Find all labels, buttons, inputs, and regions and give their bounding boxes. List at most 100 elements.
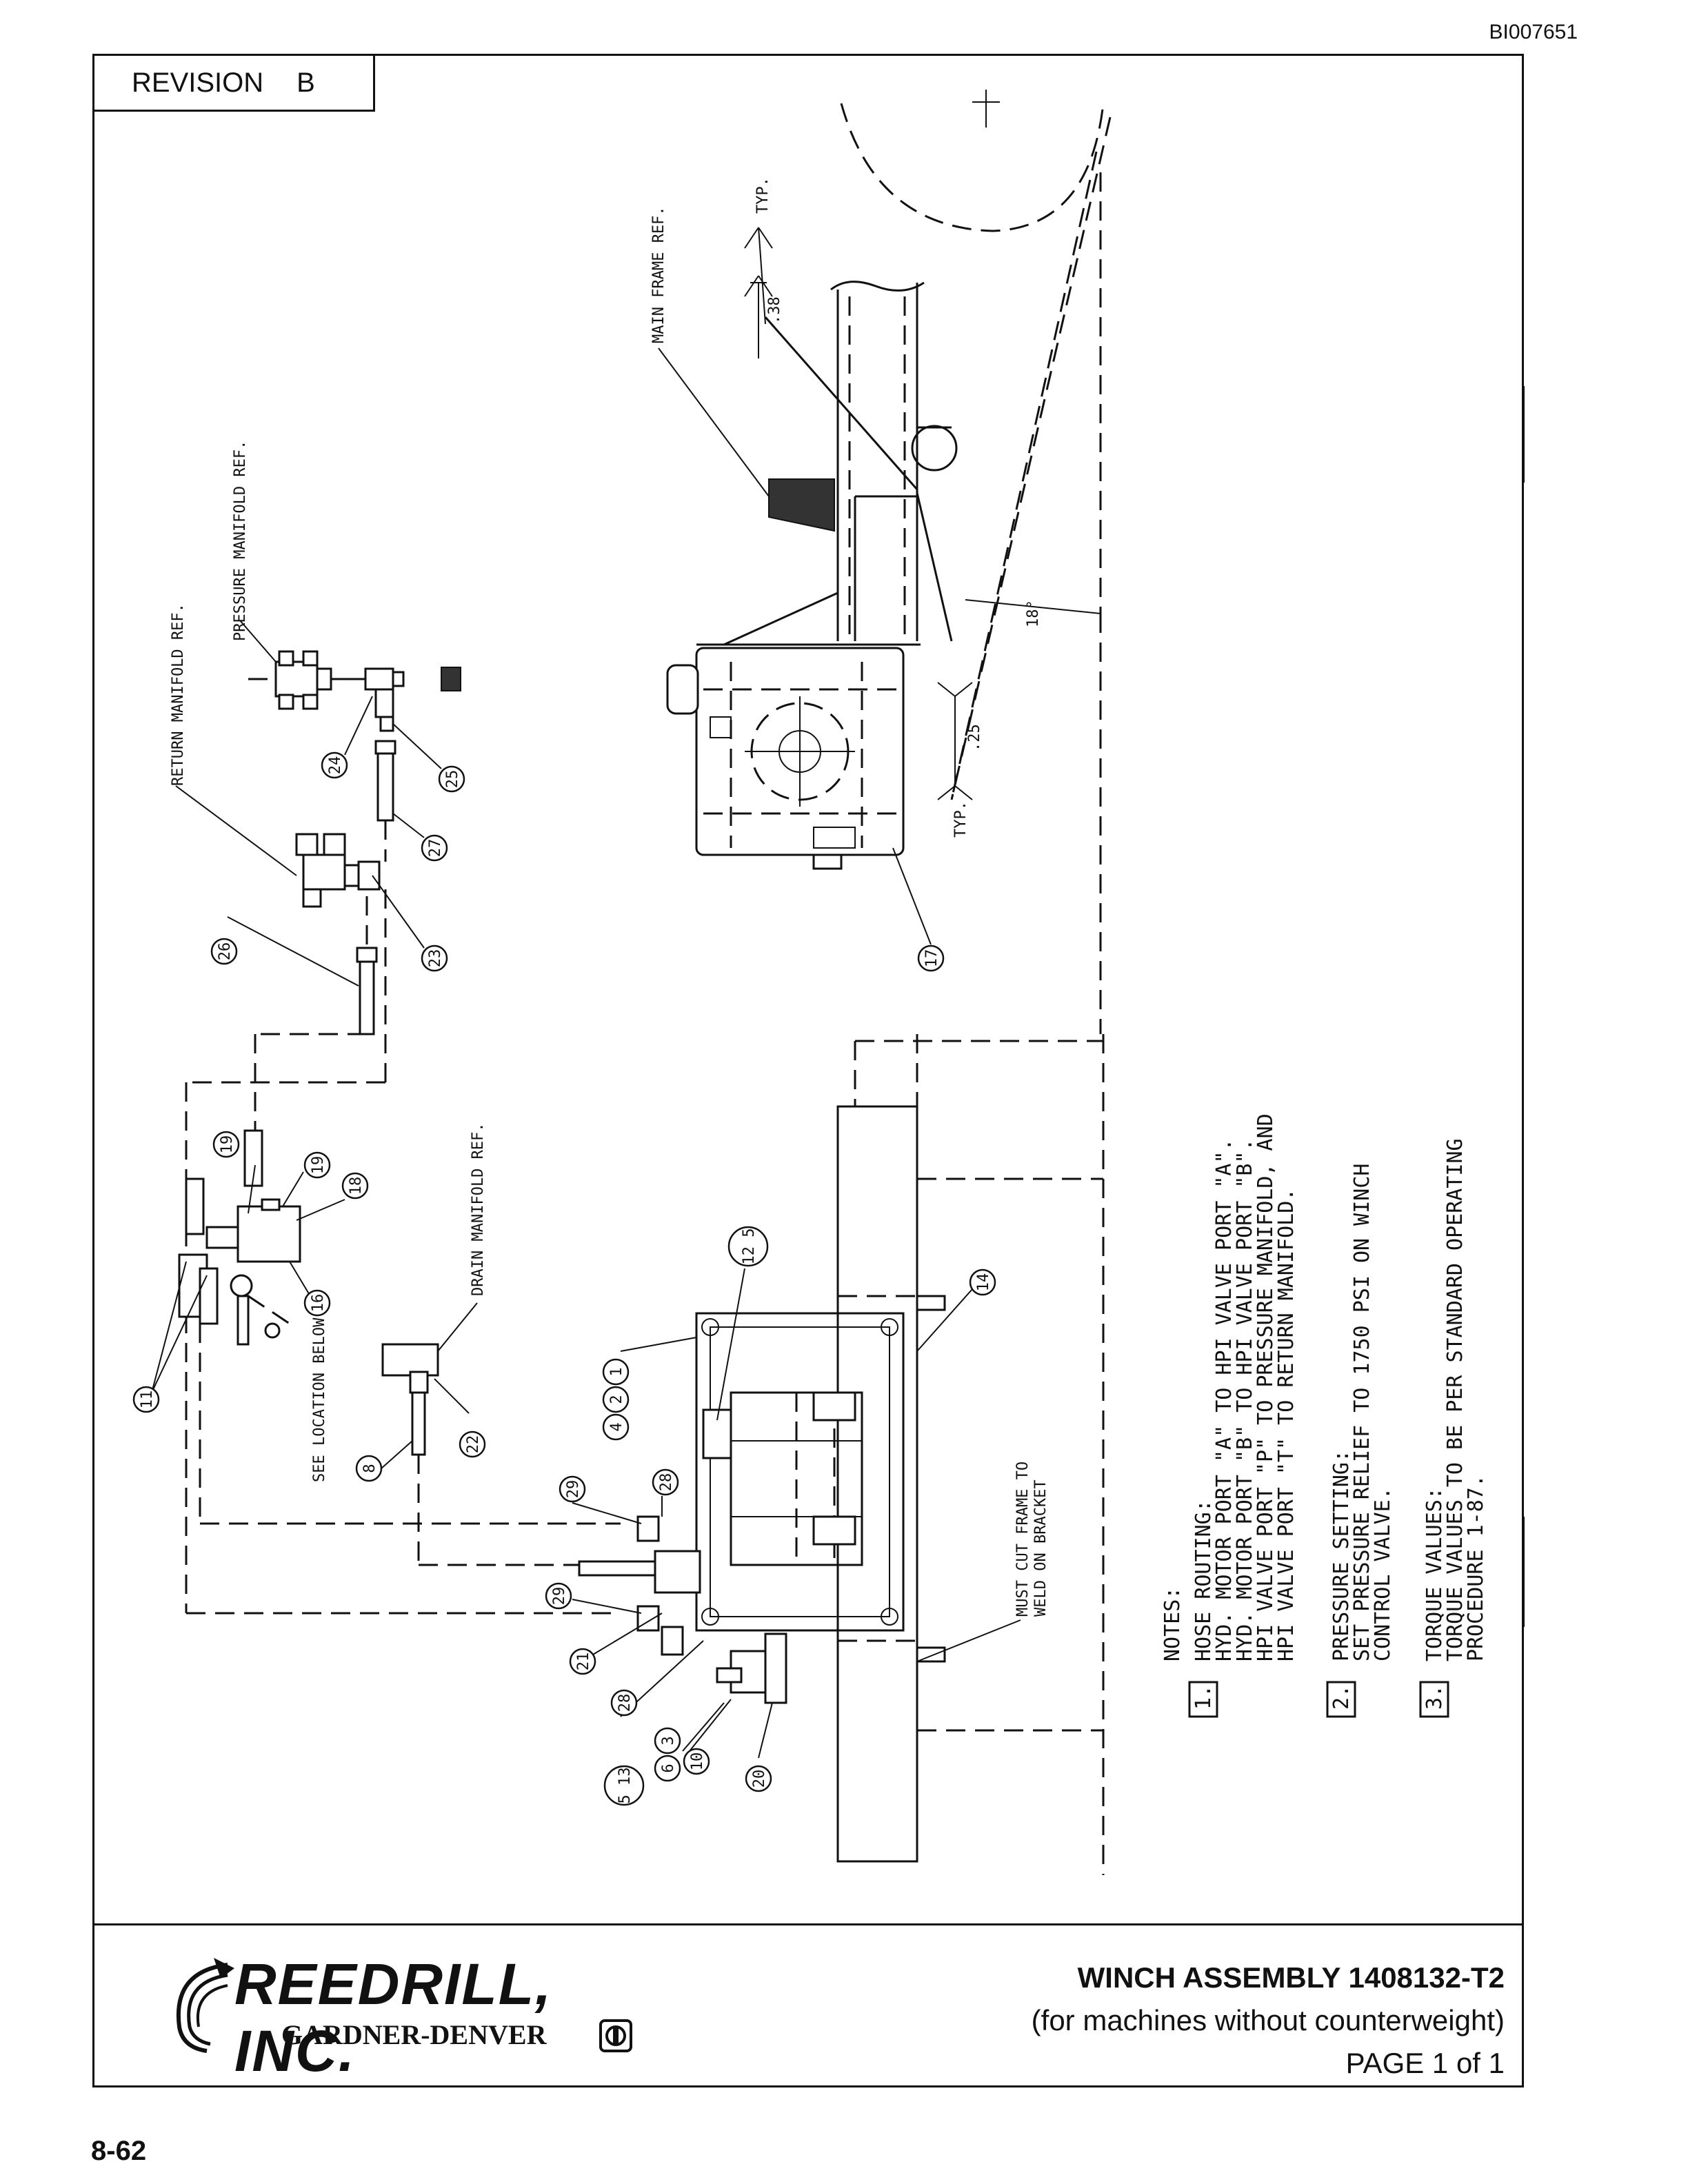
svg-text:16: 16 [310,1294,327,1313]
svg-text:2: 2 [608,1395,625,1404]
hose-27 [376,750,394,822]
balloon-20: 20 [745,1765,772,1792]
note-1-box [1188,1681,1218,1718]
balloon-18: 18 [341,1172,369,1200]
balloon-19b: 19 [303,1151,331,1179]
document-id: BI007651 [1489,21,1578,43]
balloon-29b: 29 [545,1582,572,1610]
parent-company: GARDNER-DENVER [281,2019,547,2050]
main-frame-ref-label: MAIN FRAME REF. [650,206,667,343]
winch-side-callouts: MAIN FRAME REF. TYP. .38 .25 TYP. 18° [650,177,1042,838]
svg-text:6: 6 [660,1763,677,1772]
pressure-manifold-ref-label: PRESSURE MANIFOLD REF. [232,441,249,641]
balloon-17: 17 [917,944,945,972]
note-3-box [1419,1681,1449,1718]
company-logo: REEDRILL, INC. GARDNER-DENVER [165,1951,648,2083]
note-1-title: HOSE ROUTING: [1192,1499,1216,1661]
svg-text:23: 23 [427,949,444,968]
pin-lug [911,425,958,472]
note-1-line-1: HYD. MOTOR PORT "A" TO HPI VALVE PORT "A… [1212,1138,1236,1661]
svg-text:8: 8 [361,1464,379,1473]
drain-manifold-ref-label: DRAIN MANIFOLD REF. [470,1122,487,1296]
svg-text:4: 4 [608,1422,625,1431]
drain-manifold-group: DRAIN MANIFOLD REF. [381,1122,586,1566]
svg-text:26: 26 [217,942,234,961]
balloon-23: 23 [421,944,448,972]
balloon-12-5: 12 5 [727,1226,769,1267]
balloon-19a: 19 [212,1131,240,1158]
svg-text:27: 27 [427,839,444,858]
swirl-logo-icon [176,1958,234,2053]
cable-line-1 [950,151,1098,800]
note-3-num: 3. [1423,1685,1447,1710]
angle-18-label: 18° [1025,600,1042,627]
valve-callouts: SEE LOCATION BELOW [311,1317,328,1482]
note-1-num: 1. [1192,1685,1216,1710]
svg-text:19: 19 [219,1135,236,1154]
svg-text:29: 29 [565,1480,582,1499]
title-block: WINCH ASSEMBLY 1408132-T2 (for machines … [1032,1957,1505,2085]
manifold-callouts: PRESSURE MANIFOLD REF. RETURN MANIFOLD R… [170,441,297,876]
winch-body [695,647,905,856]
balloon-11: 11 [132,1386,160,1413]
note-2-num: 2. [1329,1685,1354,1710]
tee-fitting-24 [364,667,394,691]
drawing-title: WINCH ASSEMBLY 1408132-T2 [1077,1961,1505,1994]
return-manifold-block [302,853,346,891]
see-location-below-label: SEE LOCATION BELOW [311,1317,328,1482]
svg-text:3: 3 [660,1736,677,1745]
balloon-24: 24 [321,751,348,779]
item-balloons: 24 25 27 23 26 17 19 19 18 16 11 12 5 14… [132,696,996,1806]
svg-text:25: 25 [444,770,461,789]
svg-text:19: 19 [310,1156,327,1175]
title-block-separator [92,1923,1524,1925]
balloon-26: 26 [210,938,238,965]
note-1-line-4: HPI VALVE PORT "T" TO RETURN MANIFOLD. [1274,1189,1298,1661]
drawing-page: PAGE 1 of 1 [1345,2047,1505,2079]
balloon-22: 22 [459,1430,486,1458]
svg-text:28: 28 [616,1694,634,1712]
note-3-title: TORQUE VALUES: [1423,1487,1447,1661]
hose-26 [359,957,375,1035]
drawing-subtitle: (for machines without counterweight) [1031,2004,1505,2036]
hydraulic-motor [654,1550,701,1594]
svg-text:14: 14 [975,1273,992,1292]
typ-label-top: TYP. [754,177,772,214]
typ-label-bottom: TYP. [952,801,969,838]
page-number: 8-62 [91,2136,147,2166]
balloon-25: 25 [438,765,465,793]
svg-text:11: 11 [139,1391,156,1409]
svg-text:10: 10 [689,1752,706,1771]
svg-text:22: 22 [465,1435,482,1454]
svg-text:1: 1 [608,1367,625,1376]
svg-text:20: 20 [751,1770,768,1788]
winch-frame [695,1312,905,1632]
main-frame-bracket [768,478,835,532]
revision-box: REVISION B [92,54,375,112]
balloon-16: 16 [303,1289,331,1317]
balloon-5-13: 5 13 [603,1765,645,1806]
note-3-line-1: TORQUE VALUES TO BE PER STANDARD OPERATI… [1443,1138,1467,1661]
boom-break-line [830,281,925,292]
note-2-line-1: SET PRESSURE RELIEF TO 1750 PSI ON WINCH [1350,1164,1374,1661]
svg-text:12 5: 12 5 [741,1228,758,1265]
balloon-8: 8 [355,1455,383,1482]
company-name: REEDRILL, INC. [234,1952,553,2083]
drum-arc [840,103,1105,232]
svg-text:28: 28 [658,1473,675,1492]
note-2-box [1326,1681,1356,1718]
manifold-fittings [185,650,621,1615]
balloon-28b: 28 [610,1689,638,1717]
note-2-title: PRESSURE SETTING: [1329,1450,1354,1661]
balloon-28a: 28 [652,1468,679,1496]
balloon-14: 14 [969,1268,996,1296]
balloon-6: 6 [654,1755,681,1782]
notes-header: NOTES: [1160,1587,1185,1661]
svg-text:18: 18 [348,1177,365,1195]
winch-top-view [572,1034,1105,1875]
winch-side-view [666,90,1112,1034]
note-2-line-2: CONTROL VALVE. [1371,1487,1395,1661]
return-manifold-ref-label: RETURN MANIFOLD REF. [170,603,187,786]
svg-text:17: 17 [923,949,941,968]
